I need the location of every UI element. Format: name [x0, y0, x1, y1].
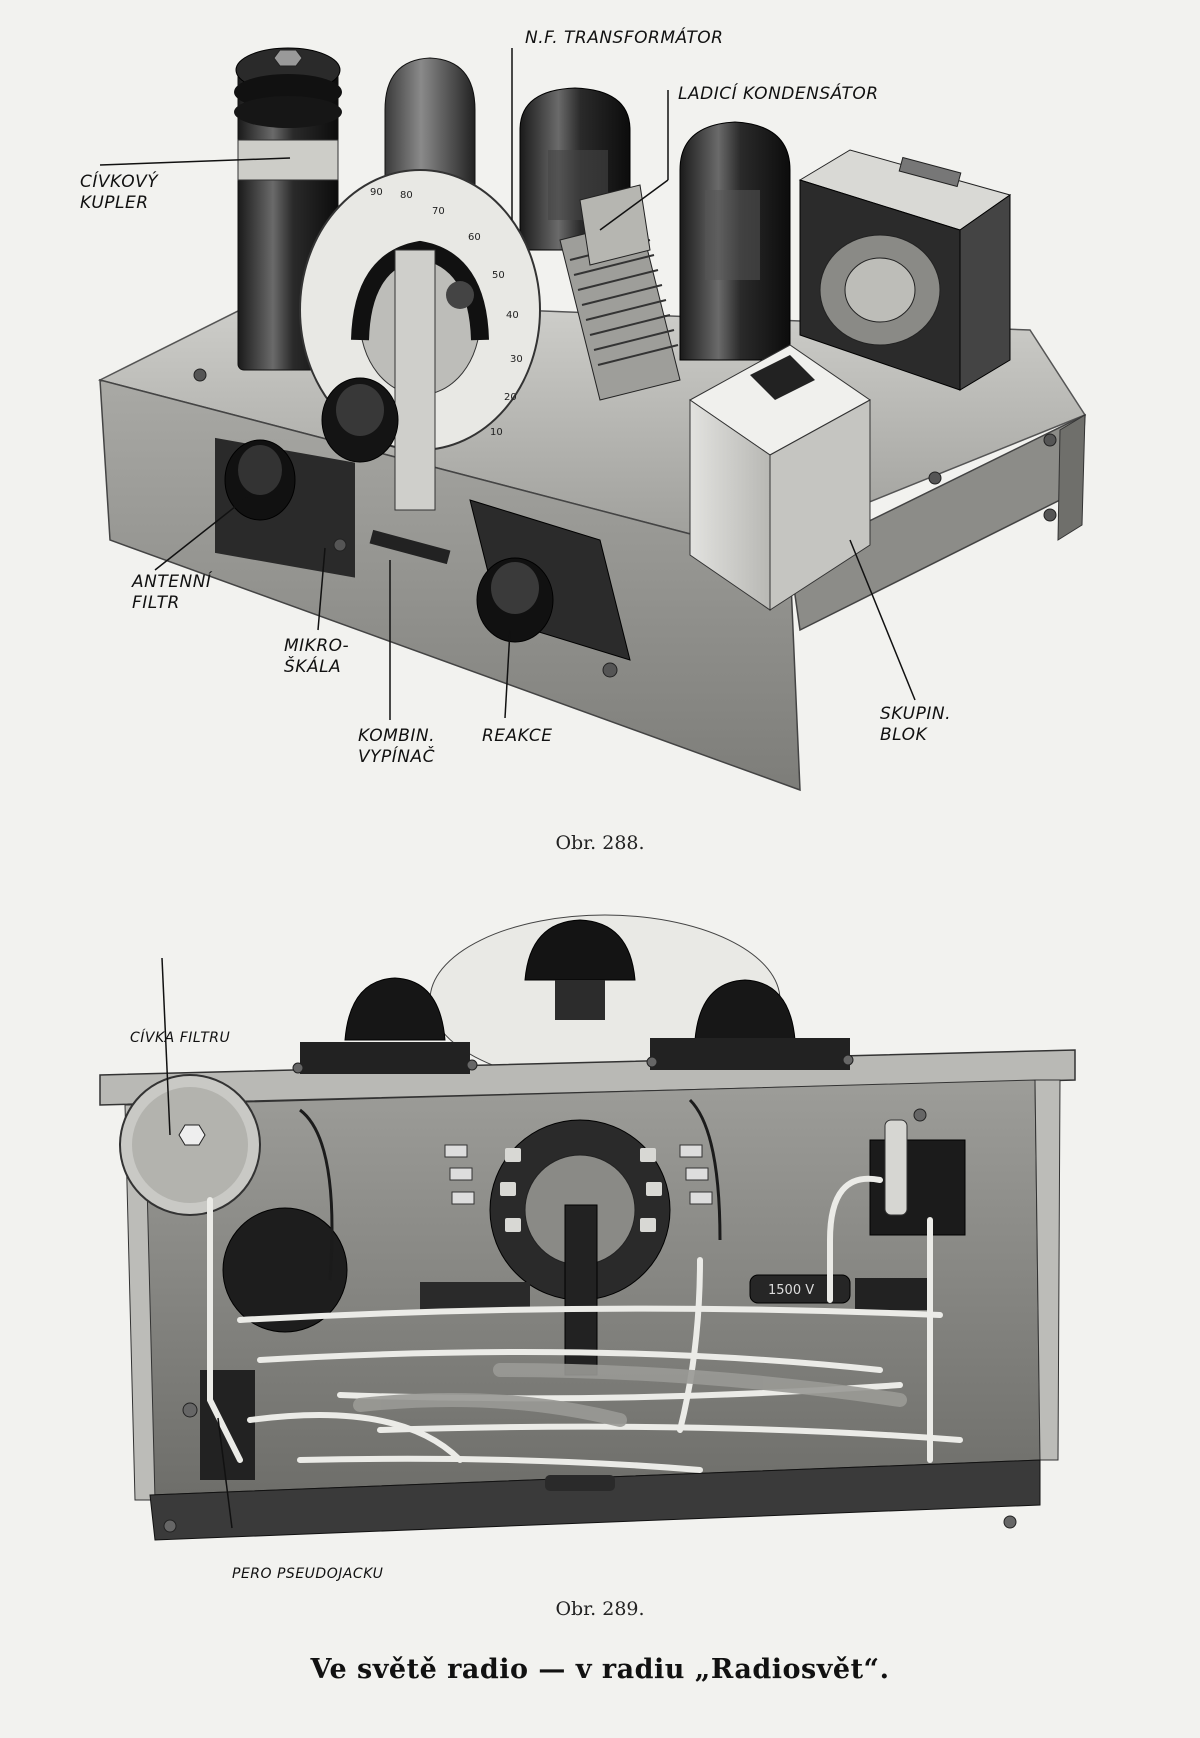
caption-288: Obr. 288.: [555, 832, 645, 854]
label-civkovy-kupler: CÍVKOVÝ KUPLER: [80, 172, 159, 213]
label-ladici-kondensator: LADICÍ KONDENSÁTOR: [678, 84, 879, 104]
radio-chassis-underside-photo: 1500 V: [99, 914, 1076, 1541]
underside-knob-right: [694, 979, 796, 1041]
tube-socket: [489, 1119, 671, 1376]
label-skupin-blok: SKUPIN. BLOK: [880, 704, 951, 745]
tube-socket-left: [444, 1144, 475, 1205]
electrolytic-can: [222, 1207, 348, 1333]
underside-knob-center: [524, 919, 636, 1020]
caption-289: Obr. 289.: [555, 1598, 645, 1620]
label-nf-transformator: N.F. TRANSFORMÁTOR: [525, 28, 724, 48]
micro-scale-knob: [321, 377, 399, 463]
label-pero-pseudojacku: PERO PSEUDOJACKU: [232, 1566, 384, 1582]
dial-number-70: 70: [432, 206, 445, 217]
dial-number-90: 90: [370, 187, 383, 198]
label-kombin-vypinac: KOMBIN. VYPÍNAČ: [358, 726, 436, 767]
dial-number-20: 20: [504, 392, 517, 403]
dial-number-80: 80: [400, 190, 413, 201]
capacitor-1500v: 1500 V: [749, 1274, 851, 1304]
capacitor-marking: 1500 V: [768, 1283, 814, 1298]
dial-number-10: 10: [490, 427, 503, 438]
antenna-filter-knob: [215, 437, 355, 578]
dial-number-30: 30: [510, 354, 523, 365]
label-reakce: REAKCE: [482, 726, 553, 746]
figure-289: 1500 V: [0, 900, 1200, 1582]
block-capacitor: [869, 1139, 966, 1236]
figure-288: 90 80 70 60 50 40 30 20 10: [0, 0, 1200, 854]
chassis-bottom-rail: [149, 1459, 1041, 1541]
power-transformer: [798, 149, 1012, 391]
dial-number-40: 40: [506, 310, 519, 321]
underside-knob-left: [344, 977, 446, 1041]
radio-chassis-top-photo: 90 80 70 60 50 40 30 20 10: [97, 47, 1087, 792]
dial-number-50: 50: [492, 270, 505, 281]
dial-number-60: 60: [468, 232, 481, 243]
combined-switch-slot: [369, 529, 451, 565]
tuning-condenser: [559, 184, 681, 401]
label-mikroskala: MIKRO- ŠKÁLA: [284, 636, 350, 677]
filter-coil: [119, 1074, 261, 1216]
tube-3: [679, 121, 791, 361]
resistor-bottom: [545, 1475, 615, 1491]
logo-badge: [750, 355, 815, 400]
label-antenni-filtr: ANTENNÍ FILTR: [132, 572, 212, 613]
tube-socket-right: [679, 1144, 713, 1205]
label-civka-filtru: CÍVKA FILTRU: [130, 1030, 231, 1046]
page-footer-title: Ve světě radio — v radiu „Radiosvět“.: [310, 1654, 890, 1685]
reaction-knob: [469, 499, 631, 661]
group-block-box: [689, 344, 871, 611]
